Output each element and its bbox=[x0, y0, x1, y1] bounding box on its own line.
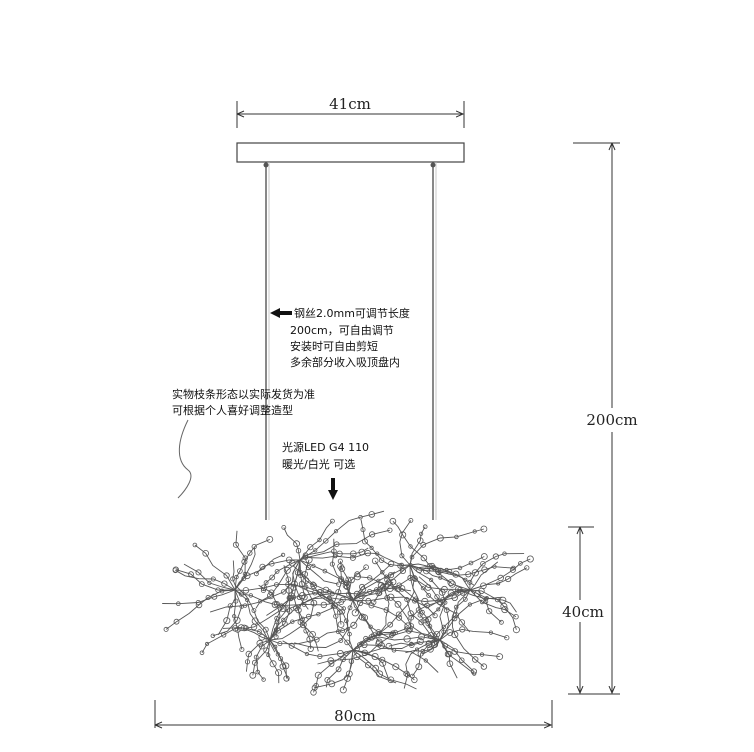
cable-note-line-2: 200cm，可自由调节 bbox=[290, 323, 394, 337]
light-note-line-1: 光源LED G4 110 bbox=[282, 440, 369, 454]
down-arrow-icon bbox=[328, 478, 338, 500]
suspension-cables bbox=[263, 162, 437, 520]
total-height-label: 200cm bbox=[586, 411, 637, 429]
fixture-height-label: 40cm bbox=[562, 603, 604, 621]
fixture-width-dimension: 80cm bbox=[154, 700, 553, 728]
cable-note: 钢丝2.0mm可调节长度 200cm，可自由调节 安装时可自由剪短 多余部分收入… bbox=[270, 306, 410, 369]
canopy-width-dimension: 41cm bbox=[236, 95, 465, 128]
canopy-width-label: 41cm bbox=[329, 95, 371, 113]
branch-note-line-2: 可根据个人喜好调整造型 bbox=[172, 403, 293, 417]
branch-note-line-1: 实物枝条形态以实际发货为准 bbox=[172, 387, 315, 401]
branch-note: 实物枝条形态以实际发货为准 可根据个人喜好调整造型 bbox=[172, 387, 315, 499]
left-arrow-icon bbox=[270, 308, 292, 318]
light-note: 光源LED G4 110 暖光/白光 可选 bbox=[282, 440, 369, 500]
branch-cluster bbox=[162, 510, 534, 696]
light-note-line-2: 暖光/白光 可选 bbox=[282, 457, 355, 471]
cable-note-line-1: 钢丝2.0mm可调节长度 bbox=[294, 306, 410, 320]
ceiling-canopy bbox=[236, 142, 465, 163]
cable-note-line-4: 多余部分收入吸顶盘内 bbox=[290, 355, 400, 369]
total-height-dimension: 200cm bbox=[573, 142, 638, 695]
fixture-height-dimension: 40cm bbox=[562, 526, 604, 695]
fixture-width-label: 80cm bbox=[334, 707, 376, 725]
cable-note-line-3: 安装时可自由剪短 bbox=[290, 339, 378, 353]
